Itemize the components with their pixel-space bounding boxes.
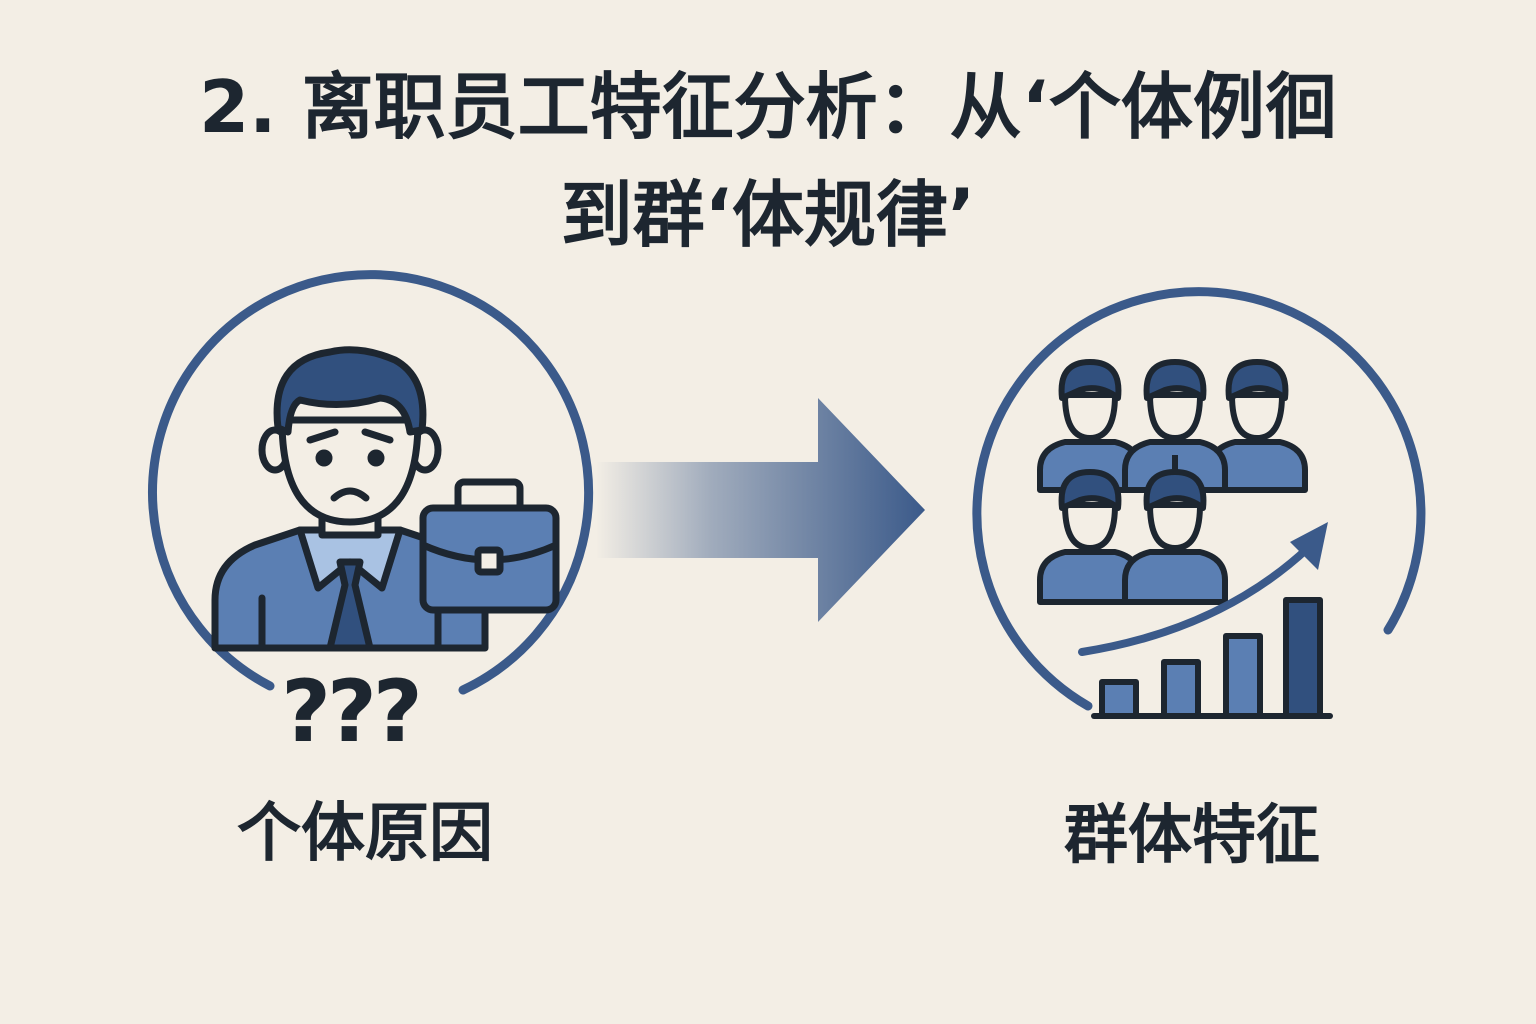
gradient-right-arrow-icon [596,398,925,622]
left-ring [148,270,594,695]
group-characteristics-caption: 群体特征 [1064,799,1320,873]
page-title-line-2: 到群‘体规律’ [560,173,976,257]
bar-1 [1099,679,1139,719]
group-person-5 [1122,469,1228,605]
group-person-3 [1122,359,1228,493]
sad-employee-icon [211,346,489,652]
bar-2 [1161,659,1201,719]
trend-arrow-icon [1078,522,1328,656]
right-ring [972,287,1426,711]
group-person-2 [1207,359,1308,493]
group-person-4 [1037,469,1143,605]
employee-group-icon [1037,359,1308,605]
page-title-line-1: 2. 离职员工特征分析：从‘个体例徊 [199,65,1337,149]
group-person-1 [1037,359,1143,493]
bar-chart-icon [1091,597,1333,719]
bar-3 [1223,633,1263,719]
briefcase-icon [419,478,560,614]
bar-4 [1283,597,1323,719]
individual-reasons-caption: 个体原因 [237,797,493,871]
question-marks: ??? [281,662,423,762]
